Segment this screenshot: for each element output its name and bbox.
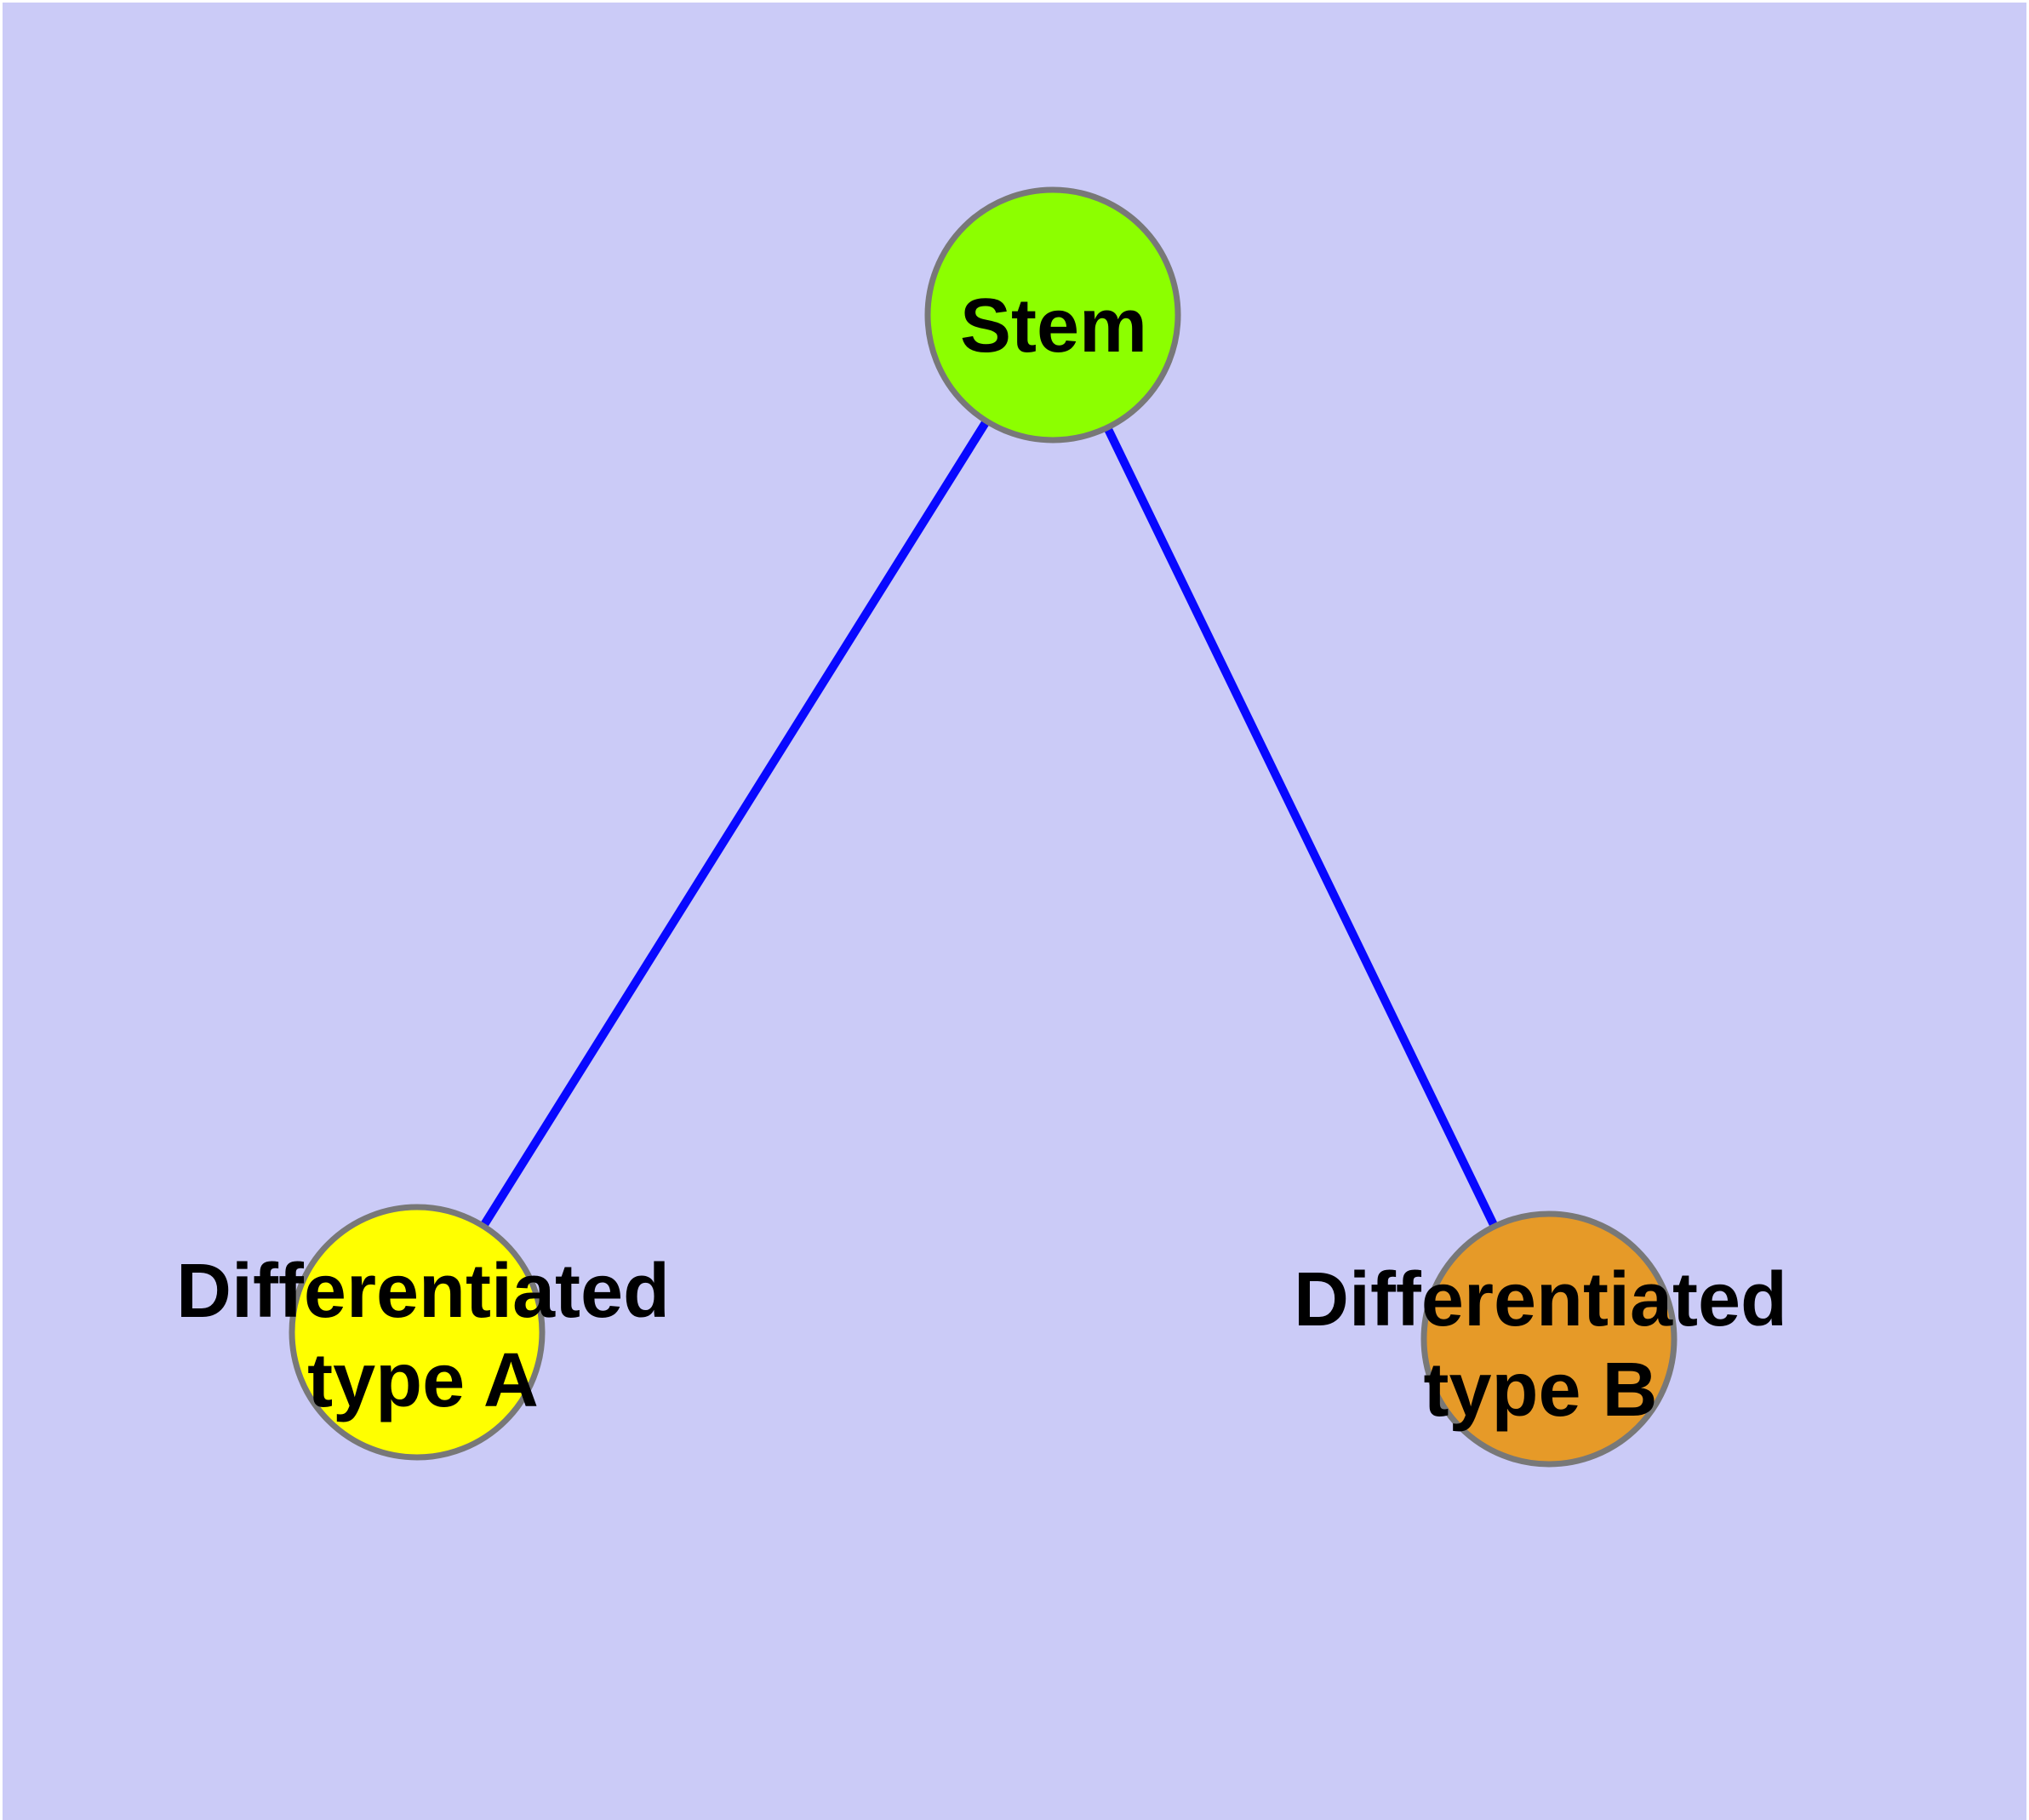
node-type-a-label-line2: type A (307, 1338, 539, 1423)
node-differentiated-type-b (1420, 1210, 1677, 1468)
node-stem (924, 186, 1181, 444)
node-differentiated-type-a (289, 1204, 546, 1461)
node-type-b-label-line1: Differentiated (1294, 1257, 1787, 1342)
edge-stem-to-type-b (1049, 312, 1553, 1342)
edge-stem-to-type-a (413, 312, 1057, 1335)
node-stem-label: Stem (960, 283, 1147, 369)
node-type-a-label-line1: Differentiated (176, 1249, 670, 1334)
node-type-b-label-line2: type B (1423, 1348, 1657, 1433)
